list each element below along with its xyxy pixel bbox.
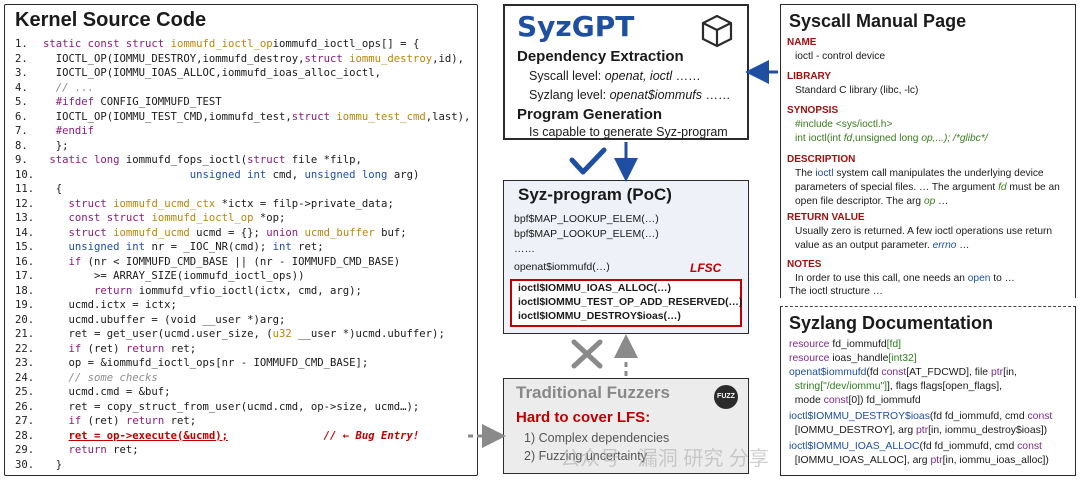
watermark: 公众号 · 漏洞 研究 分享 — [560, 448, 769, 470]
fuzz-reason: 2) Fuzzing uncertainty — [524, 449, 647, 463]
man-name-text: ioctl - control device — [795, 51, 886, 62]
doc-line: mode const[0]) fd_iommufd — [789, 395, 921, 406]
code-line: 30. } — [15, 458, 63, 471]
doc-line: [IOMMU_DESTROY], arg ptr[in, iommu_destr… — [789, 425, 1048, 436]
lfsc-line: ioctl$IOMMU_IOAS_ALLOC(…) — [518, 283, 671, 294]
code-line: 25. ucmd.cmd = &buf; — [15, 386, 171, 398]
syzlang-doc-panel: Syzlang Documentation resource fd_iommuf… — [780, 306, 1076, 476]
code-line: 5. #ifdef CONFIG_IOMMUFD_TEST — [15, 96, 222, 108]
lfsc-label: LFSC — [690, 261, 722, 275]
code-line: 13. const struct iommufd_ioctl_op *op; — [15, 212, 286, 224]
generation-heading: Program Generation — [517, 106, 663, 123]
code-line: 29. return ret; — [15, 444, 139, 456]
doc-line: resource ioas_handle[int32] — [789, 353, 917, 364]
doc-line: ioctl$IOMMU_DESTROY$ioas(fd fd_iommufd, … — [789, 411, 1053, 422]
check-mark-icon — [569, 147, 607, 175]
code-line: 10. unsigned int cmd, unsigned long arg) — [15, 168, 420, 181]
man-notes-heading: NOTES — [787, 259, 822, 270]
man-description-text: The ioctl system call manipulates the un… — [795, 168, 1060, 207]
traditional-fuzzers-panel: Traditional Fuzzers FUZZ Hard to cover L… — [503, 378, 749, 474]
code-line: 2. IOCTL_OP(IOMMU_DESTROY,iommufd_destro… — [15, 52, 464, 65]
code-line: 17. >= ARRAY_SIZE(iommufd_ioctl_ops)) — [15, 270, 305, 282]
generation-text: Is capable to generate Syz-program — [529, 125, 728, 139]
doc-line: ioctl$IOMMU_IOAS_ALLOC(fd fd_iommufd, cm… — [789, 441, 1042, 452]
code-line: 9. static long iommufd_fops_ioctl(struct… — [15, 154, 362, 166]
syzgpt-panel: SyzGPT Dependency Extraction Syscall lev… — [503, 4, 749, 140]
man-synopsis-signature: int ioctl(int fd,unsigned long op,...); … — [795, 133, 988, 144]
man-library-text: Standard C library (libc, -lc) — [795, 85, 919, 96]
man-synopsis-include: #include <sys/ioctl.h> — [795, 119, 893, 130]
code-line: 3. IOCTL_OP(IOMMU_IOAS_ALLOC,iommufd_ioa… — [15, 67, 382, 79]
man-return-text: Usually zero is returned. A few ioctl op… — [795, 226, 1053, 251]
code-line: 1.static const struct iommufd_ioctl_opio… — [15, 38, 420, 50]
man-notes-tail: The ioctl structure … — [789, 286, 883, 297]
dependency-heading: Dependency Extraction — [517, 48, 684, 65]
code-line: 6. IOCTL_OP(IOMMU_TEST_CMD,iommufd_test,… — [15, 110, 471, 123]
code-line: 11. { — [15, 183, 63, 195]
code-line: 21. ret = get_user(ucmd.user_size, (u32 … — [15, 328, 445, 340]
lfsc-line: ioctl$IOMMU_DESTROY$ioas(…) — [518, 311, 681, 322]
lfsc-box: ioctl$IOMMU_IOAS_ALLOC(…) ioctl$IOMMU_TE… — [510, 279, 742, 327]
code-line: 22. if (ret) return ret; — [15, 342, 197, 355]
code-line: 15. unsigned int nr = _IOC_NR(cmd); int … — [15, 241, 324, 253]
fuzzers-title: Traditional Fuzzers — [516, 383, 670, 402]
doc-line: string["/dev/iommu"]], flags flags[open_… — [789, 381, 1002, 392]
doc-line: [IOMMU_IOAS_ALLOC], arg ptr[in, iommu_io… — [789, 455, 1049, 466]
code-line: 8. }; — [15, 139, 69, 152]
code-line: 14. struct iommufd_ucmd ucmd = {}; union… — [15, 226, 407, 239]
code-line: 27. if (ret) return ret; — [15, 415, 197, 427]
kernel-title: Kernel Source Code — [15, 9, 207, 31]
man-return-heading: RETURN VALUE — [787, 212, 865, 223]
poc-line: …… — [514, 243, 535, 255]
man-synopsis-heading: SYNOPSIS — [787, 105, 839, 116]
syzlang-doc-title: Syzlang Documentation — [789, 313, 994, 333]
poc-title: Syz-program (PoC) — [518, 185, 672, 204]
kernel-source-panel: Kernel Source Code 1.static const struct… — [4, 4, 478, 476]
code-line: 16. if (nr < IOMMUFD_CMD_BASE || (nr - I… — [15, 255, 401, 268]
code-line: 7. #endif — [15, 125, 95, 137]
code-line: 28. ret = op->execute(&ucmd); // ← Bug E… — [15, 429, 420, 442]
code-line: 4. // ... — [15, 81, 95, 94]
poc-line: bpf$MAP_LOOKUP_ELEM(…) — [514, 228, 659, 240]
poc-line: openat$iommufd(…) — [514, 261, 610, 273]
lfsc-line: ioctl$IOMMU_TEST_OP_ADD_RESERVED(…) — [518, 297, 743, 308]
hard-to-cover-heading: Hard to cover LFS: — [516, 409, 651, 426]
code-line: 18. return iommufd_vfio_ioctl(ictx, cmd,… — [15, 284, 362, 297]
syzgpt-title: SyzGPT — [517, 10, 635, 43]
manual-title: Syscall Manual Page — [789, 11, 967, 31]
code-line: 19. ucmd.ictx = ictx; — [15, 299, 177, 311]
syz-program-panel: Syz-program (PoC) bpf$MAP_LOOKUP_ELEM(…)… — [503, 180, 749, 334]
man-description-heading: DESCRIPTION — [787, 154, 856, 165]
cube-icon — [701, 14, 733, 48]
code-line: 23. op = &iommufd_ioctl_ops[nr - IOMMUFD… — [15, 357, 369, 369]
doc-line: openat$iommufd(fd const[AT_FDCWD], file … — [789, 367, 1017, 378]
manual-page-panel: Syscall Manual Page NAME ioctl - control… — [780, 4, 1076, 298]
code-line: 26. ret = copy_struct_from_user(ucmd.cmd… — [15, 400, 420, 413]
fuzz-reason: 1) Complex dependencies — [524, 431, 670, 445]
poc-line: bpf$MAP_LOOKUP_ELEM(…) — [514, 213, 659, 225]
code-line: 20. ucmd.ubuffer = (void __user *)arg; — [15, 313, 286, 326]
man-library-heading: LIBRARY — [787, 71, 832, 82]
man-notes-text: In order to use this call, one needs an … — [795, 273, 1015, 284]
code-line: 24. // some checks — [15, 371, 158, 384]
doc-line: resource fd_iommufd[fd] — [789, 339, 902, 350]
man-name-heading: NAME — [787, 37, 817, 48]
code-line: 12. struct iommufd_ucmd_ctx *ictx = filp… — [15, 197, 394, 210]
fuzz-logo-icon: FUZZ — [714, 385, 738, 409]
syscall-level: Syscall level: openat, ioctl …… — [529, 69, 701, 83]
syzlang-level: Syzlang level: openat$iommufs …… — [529, 88, 731, 102]
code-listing: 1.static const struct iommufd_ioctl_opio… — [15, 37, 475, 472]
